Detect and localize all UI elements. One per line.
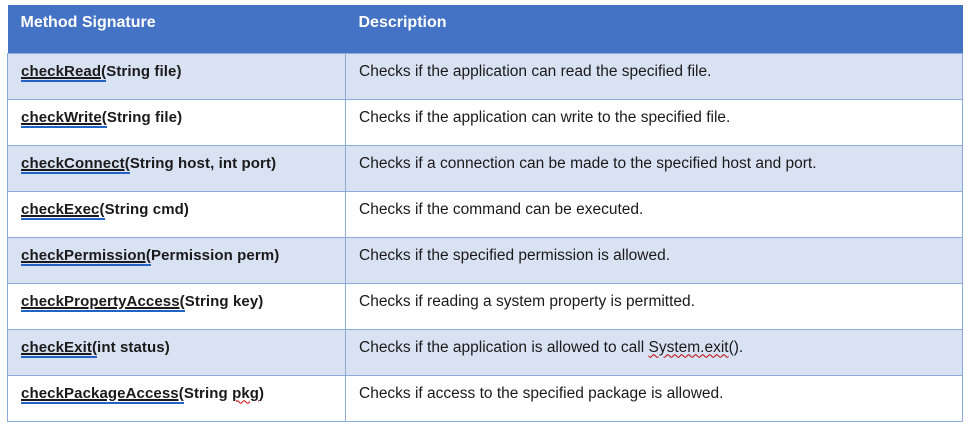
text-segment: Checks if a connection can be made to th… xyxy=(359,154,817,172)
document-page: Method Signature Description checkRead(S… xyxy=(7,5,963,422)
header-method-signature: Method Signature xyxy=(7,5,346,53)
table-row: checkRead(String file) Checks if the appl… xyxy=(7,52,963,100)
method-signature-cell: checkPropertyAccess(String key) xyxy=(7,282,346,330)
method-name-underlined: checkRead( xyxy=(21,62,107,82)
text-segment: Checks if access to the specified packag… xyxy=(359,384,724,402)
text-segment: String key) xyxy=(184,292,264,310)
table-row: checkWrite(String file) Checks if the app… xyxy=(7,98,963,146)
method-name-underlined: checkExec( xyxy=(21,200,105,220)
text-segment: (). xyxy=(728,338,744,356)
text-segment: ) xyxy=(259,384,265,402)
description-cell: Checks if access to the specified packag… xyxy=(345,374,963,422)
text-segment: String host, int port) xyxy=(129,154,277,172)
method-name-underlined: checkExit( xyxy=(21,338,98,358)
table-body: checkRead(String file)Checks if the appl… xyxy=(7,52,963,422)
method-name-underlined: checkPropertyAccess( xyxy=(21,292,185,312)
method-name-underlined: checkPackageAccess( xyxy=(21,384,184,404)
method-signature-cell: checkRead(String file) xyxy=(7,52,346,100)
table-row: checkPropertyAccess(String key) Checks if… xyxy=(7,282,963,330)
method-signature-cell: checkExit(int status) xyxy=(7,328,346,376)
description-cell: Checks if a connection can be made to th… xyxy=(345,144,963,192)
method-signature-cell: checkPermission(Permission perm) xyxy=(7,236,346,284)
text-segment: Checks if the command can be executed. xyxy=(359,200,644,218)
table-row: checkExec(String cmd) Checks if the comma… xyxy=(7,190,963,238)
text-segment: Checks if the application can read the s… xyxy=(359,62,712,80)
method-signature-cell: checkExec(String cmd) xyxy=(7,190,346,238)
header-row: Method Signature Description xyxy=(7,5,963,53)
misspelled-word: System.exit xyxy=(648,338,729,356)
method-signature-cell: checkWrite(String file) xyxy=(7,98,346,146)
description-cell: Checks if the specified permission is al… xyxy=(345,236,963,284)
text-segment: String cmd) xyxy=(104,200,189,218)
text-segment: Checks if the application can write to t… xyxy=(359,108,731,126)
description-cell: Checks if the application is allowed to … xyxy=(345,328,963,376)
description-cell: Checks if the command can be executed. xyxy=(345,190,963,238)
text-segment: String file) xyxy=(106,108,183,126)
text-segment: String xyxy=(183,384,233,402)
misspelled-word: pkg xyxy=(232,384,260,402)
table-row: checkPermission(Permission perm) Checks i… xyxy=(7,236,963,284)
method-name-underlined: checkPermission( xyxy=(21,246,151,266)
security-manager-methods-table: Method Signature Description checkRead(S… xyxy=(7,5,963,422)
header-description: Description xyxy=(345,5,963,53)
text-segment: Checks if the specified permission is al… xyxy=(359,246,670,264)
description-cell: Checks if the application can read the s… xyxy=(345,52,963,100)
text-segment: Checks if reading a system property is p… xyxy=(359,292,695,310)
table-row: checkExit(int status) Checks if the appli… xyxy=(7,328,963,376)
description-cell: Checks if reading a system property is p… xyxy=(345,282,963,330)
method-signature-cell: checkPackageAccess(String pkg) xyxy=(7,374,346,422)
method-name-underlined: checkConnect( xyxy=(21,154,130,174)
table-row: checkConnect(String host, int port) Check… xyxy=(7,144,963,192)
text-segment: Checks if the application is allowed to … xyxy=(359,338,649,356)
method-signature-cell: checkConnect(String host, int port) xyxy=(7,144,346,192)
table-row: checkPackageAccess(String pkg) Checks if … xyxy=(7,374,963,422)
description-cell: Checks if the application can write to t… xyxy=(345,98,963,146)
text-segment: String file) xyxy=(106,62,182,80)
text-segment: int status) xyxy=(97,338,170,356)
text-segment: Permission perm) xyxy=(151,246,280,264)
method-name-underlined: checkWrite( xyxy=(21,108,107,128)
